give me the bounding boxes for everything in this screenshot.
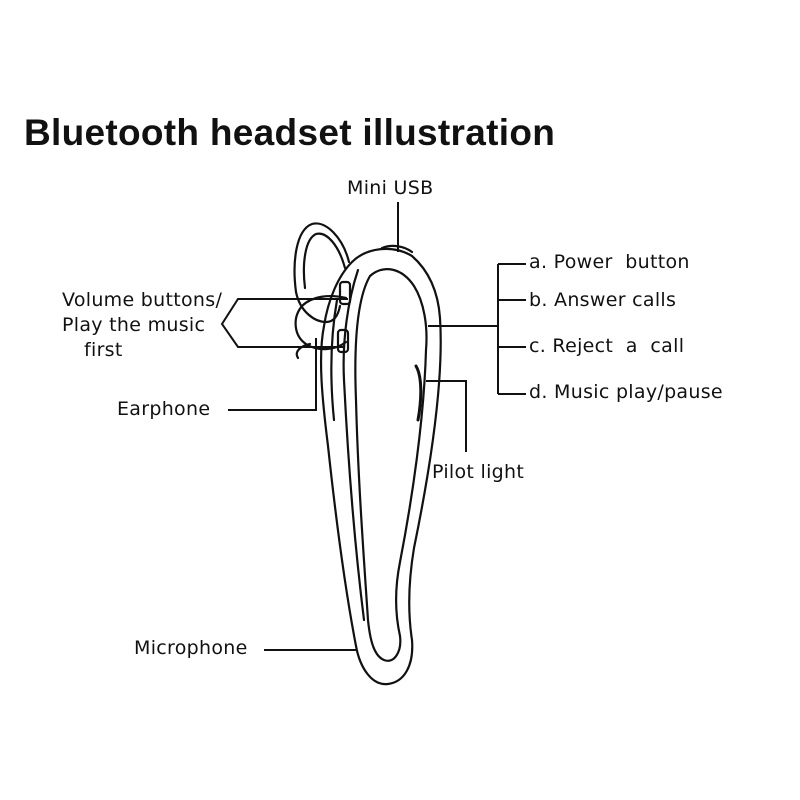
earphone-leader	[228, 338, 317, 411]
ear-hook-inner	[302, 232, 347, 290]
function-reject-call: c. Reject a call	[529, 335, 685, 357]
play-music-label: Play the music	[62, 314, 206, 336]
volume-up-button	[338, 280, 352, 306]
microphone-label: Microphone	[134, 637, 248, 659]
headset-body	[319, 247, 442, 686]
pilot-light-label: Pilot light	[432, 461, 525, 483]
first-label: first	[84, 339, 123, 361]
diagram-title: Bluetooth headset illustration	[24, 112, 556, 153]
headset-panel	[354, 268, 428, 662]
earphone-label: Earphone	[117, 398, 211, 420]
function-music-play-pause: d. Music play/pause	[529, 381, 723, 403]
volume-leader	[220, 298, 348, 348]
volume-down-button	[336, 328, 350, 354]
pilot-light-leader	[426, 380, 467, 452]
mini-usb-label: Mini USB	[347, 177, 434, 199]
function-power-button: a. Power button	[529, 251, 690, 273]
ear-hook	[293, 222, 351, 324]
volume-buttons-label: Volume buttons/	[62, 289, 223, 311]
earbud	[294, 295, 348, 351]
pilot-light-slot	[414, 364, 423, 422]
function-answer-calls: b. Answer calls	[529, 289, 677, 311]
